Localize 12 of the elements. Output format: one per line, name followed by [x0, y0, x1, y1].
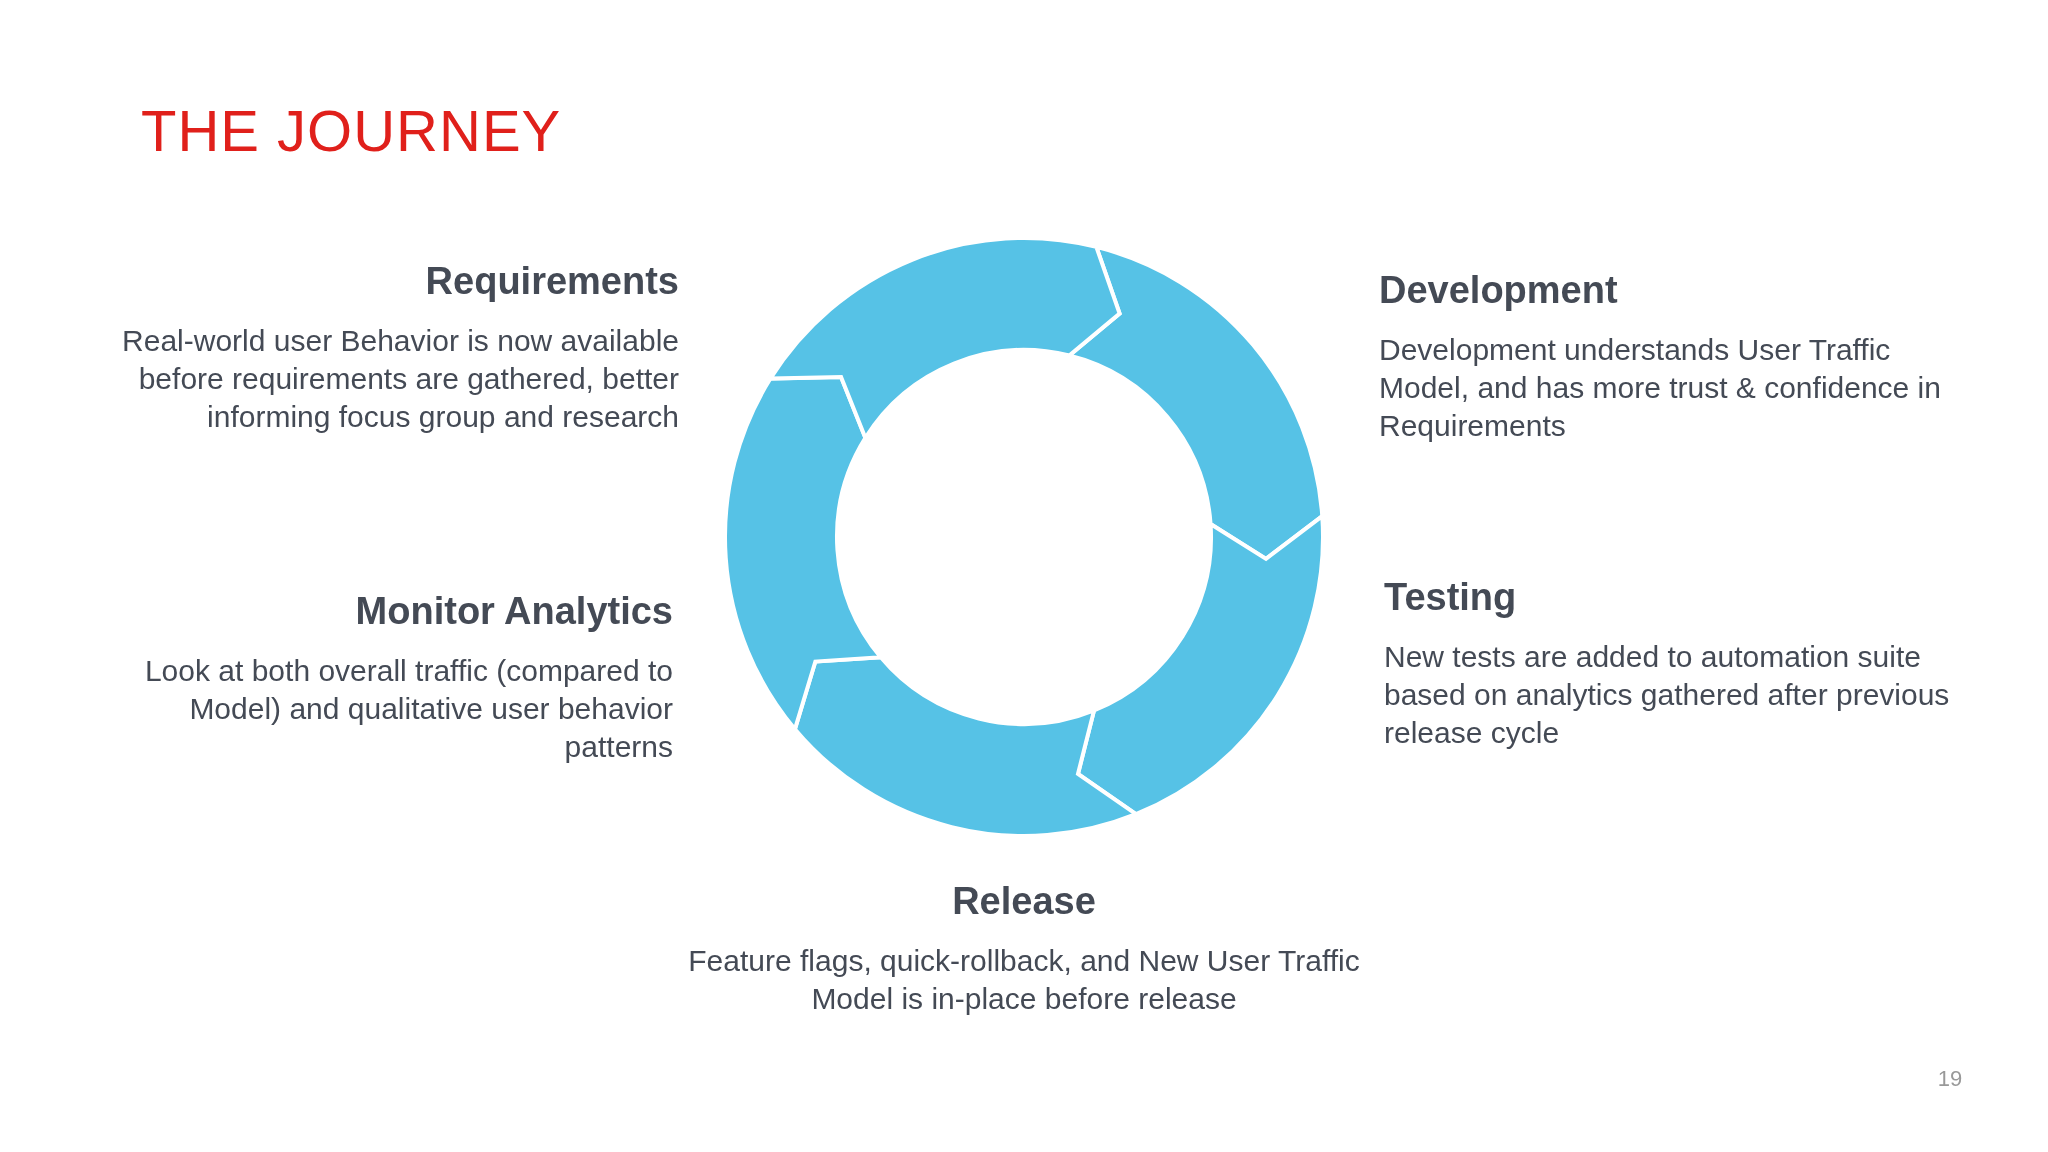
section-heading: Requirements [424, 259, 679, 304]
slide-title: THE JOURNEY [141, 98, 562, 164]
section-heading: Release [951, 879, 1097, 924]
section-description: Look at both overall traffic (compared to Model) and qualitative user behavior patterns [143, 653, 673, 765]
page-number: 19 [1936, 1066, 1964, 1092]
section-description: Feature flags, quick-rollback, and New User Traffic Model is in-place before release [687, 943, 1361, 1017]
section-description: Real-world user Behavior is now available before requirements are gathered, better informing focus group and research [121, 323, 679, 435]
section-heading: Development [1379, 268, 1619, 313]
section-description: Development understands User Traffic Model, and has more trust & confidence in Requirements [1379, 332, 1942, 444]
section-heading: Monitor Analytics [354, 589, 673, 634]
section-description: New tests are added to automation suite based on analytics gathered after previous release cycle [1384, 639, 1951, 751]
section-heading: Testing [1384, 575, 1518, 620]
